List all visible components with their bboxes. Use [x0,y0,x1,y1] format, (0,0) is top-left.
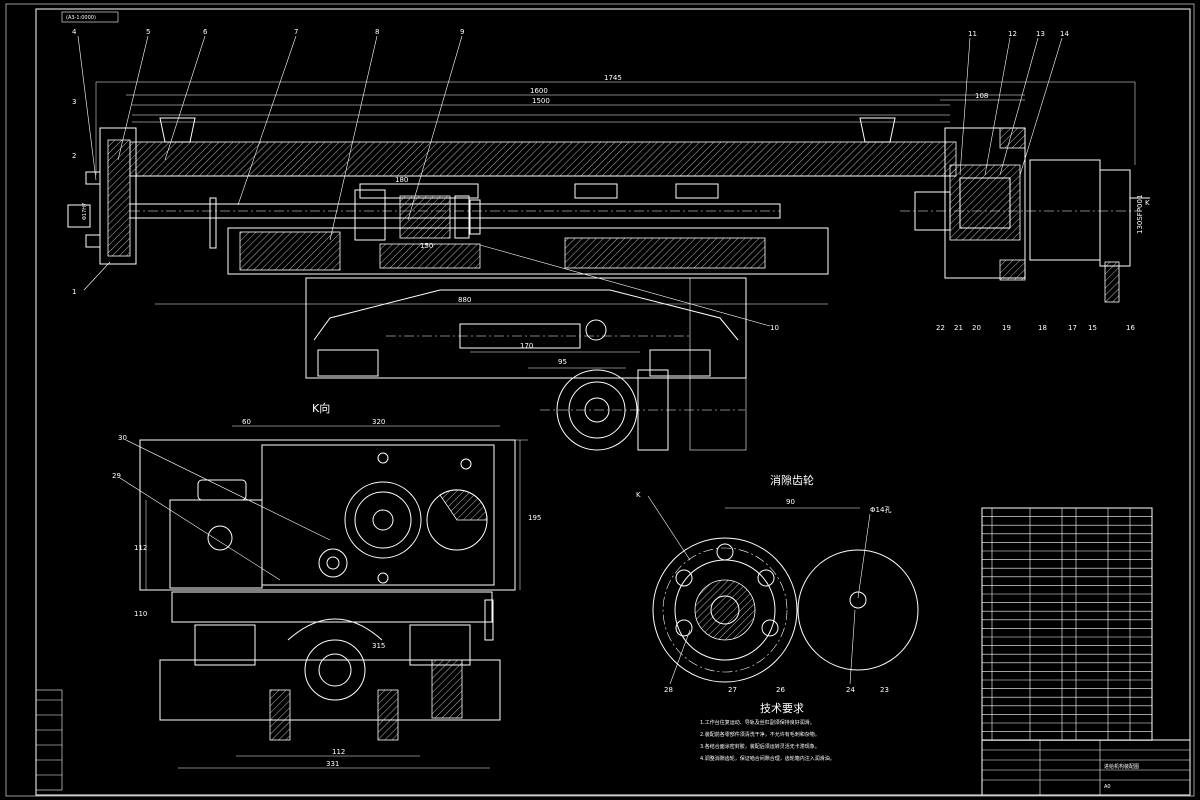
svg-text:7: 7 [294,28,298,36]
bom-table [981,507,1153,741]
svg-text:21: 21 [954,324,963,332]
stamp-box [61,11,119,23]
svg-text:16: 16 [1126,324,1135,332]
dim-1500: 1500 [532,97,550,105]
svg-text:14: 14 [1060,30,1069,38]
svg-text:5: 5 [146,28,150,36]
dim-331: 331 [326,760,339,768]
bom-frame [981,507,1153,741]
svg-text:23: 23 [880,686,889,694]
svg-text:30: 30 [118,434,127,442]
tech-title: 技术要求 [760,702,804,715]
svg-text:17: 17 [1068,324,1077,332]
svg-text:2: 2 [72,152,76,160]
svg-text:1: 1 [72,288,76,296]
dim-95: 95 [558,358,567,366]
svg-text:4: 4 [72,28,77,36]
dim-110: 110 [134,610,147,618]
svg-text:28: 28 [664,686,673,694]
svg-text:26: 26 [776,686,785,694]
main-view: 1745 1600 1500 108 Φ17H7 [67,74,1150,451]
tech-requirements: 技术要求 1.工作台往复运动、导轨及丝杠副须保持良好润滑。 2.装配前各零部件须… [700,702,835,762]
dim-112: 112 [134,544,147,552]
dim-108: 108 [975,92,988,100]
k-arrow-label: K [1145,199,1150,207]
dim-90: 90 [786,498,795,506]
svg-text:Φ17H7: Φ17H7 [82,203,88,220]
svg-text:13: 13 [1036,30,1045,38]
left-title-strip [35,689,63,791]
svg-text:K: K [636,491,641,499]
dim-1600: 1600 [530,87,548,95]
k-view: K向 60 320 30 29 195 112 110 [112,401,541,769]
tech-item-1: 1.工作台往复运动、导轨及丝杠副须保持良好润滑。 [700,719,815,726]
dim-320: 320 [372,418,385,426]
svg-text:9: 9 [460,28,464,36]
gear-view: 消隙齿轮 90 Φ14孔 K 28 27 26 24 23 [636,473,919,694]
tech-item-4: 4.调整消隙齿轮，保证啮合间隙合理，齿轮箱内注入润滑油。 [700,755,835,762]
svg-text:8: 8 [375,28,379,36]
svg-text:10: 10 [770,324,779,332]
tech-item-3: 3.各结合面涂密封胶，装配后须运转灵活无卡滞现象。 [700,743,820,750]
dim-1745: 1745 [604,74,622,82]
dim-180: 180 [395,176,408,184]
svg-text:6: 6 [203,28,208,36]
balloons-top: 4 5 6 7 8 9 3 2 1 10 11 12 13 14 16 15 1… [72,28,1135,332]
title-block: 进给机构装配图 A0 [981,739,1191,796]
svg-text:15: 15 [1088,324,1097,332]
svg-text:20: 20 [972,324,981,332]
dim-170: 170 [520,342,533,350]
k-view-label: K向 [312,401,330,415]
gear-title: 消隙齿轮 [770,473,814,487]
svg-text:12: 12 [1008,30,1017,38]
phi14-label: Φ14孔 [870,506,891,514]
dim-150: 150 [420,242,433,250]
stamp-text: (A3-1:0000) [66,15,96,21]
svg-text:22: 22 [936,324,945,332]
outer-border [5,3,1195,797]
dim-60: 60 [242,418,251,426]
inner-border [35,8,1191,796]
tech-item-2: 2.装配前各零部件须清洗干净，不允许有毛刺和杂物。 [700,731,820,738]
svg-text:18: 18 [1038,324,1047,332]
svg-text:29: 29 [112,472,121,480]
svg-text:19: 19 [1002,324,1011,332]
dim-880: 880 [458,296,471,304]
dim-195: 195 [528,514,541,522]
dim-315: 315 [372,642,385,650]
title-block-name: 进给机构装配图 [1104,763,1139,770]
motor-text: 130SFP001 [1136,195,1144,234]
dim-112b: 112 [332,748,345,756]
svg-text:24: 24 [846,686,855,694]
svg-text:3: 3 [72,98,76,106]
title-block-footer: A0 [1104,784,1111,790]
svg-text:11: 11 [968,30,977,38]
svg-text:27: 27 [728,686,737,694]
